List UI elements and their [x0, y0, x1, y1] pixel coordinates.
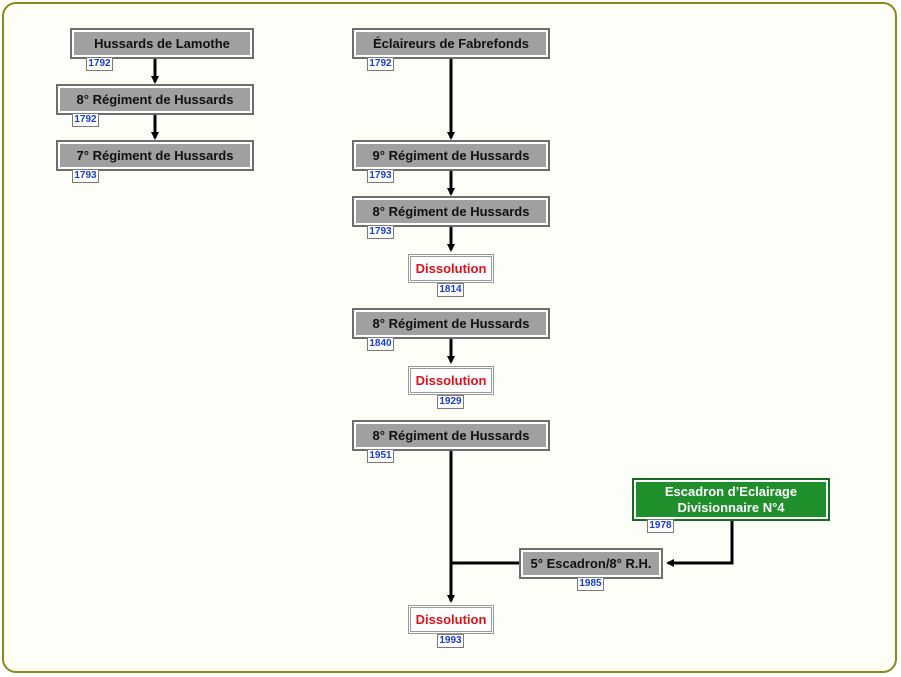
node-7-regiment-hussards: 7° Régiment de Hussards [56, 140, 254, 171]
year-badge: 1985 [577, 577, 604, 591]
year-badge: 1951 [367, 449, 394, 463]
node-8-regiment-hussards: 8° Régiment de Hussards [352, 420, 550, 451]
year-badge: 1792 [86, 57, 113, 71]
year-badge: 1840 [367, 337, 394, 351]
year-badge: 1929 [437, 395, 464, 409]
node-dissolution: Dissolution [408, 605, 494, 634]
node-hussards-de-lamothe: Hussards de Lamothe [70, 28, 254, 59]
node-dissolution: Dissolution [408, 366, 494, 395]
node-8-regiment-hussards: 8° Régiment de Hussards [56, 84, 254, 115]
year-badge: 1814 [437, 283, 464, 297]
year-badge: 1793 [367, 169, 394, 183]
year-badge: 1793 [367, 225, 394, 239]
node-eclaireurs-de-fabrefonds: Éclaireurs de Fabrefonds [352, 28, 550, 59]
node-dissolution: Dissolution [408, 254, 494, 283]
node-9-regiment-hussards: 9° Régiment de Hussards [352, 140, 550, 171]
year-badge: 1793 [72, 169, 99, 183]
node-escadron-eclairage-divisionnaire-4: Escadron d’Eclairage Divisionnaire N°4 [632, 478, 830, 521]
node-5-escadron-8-rh: 5° Escadron/8° R.H. [519, 548, 663, 579]
year-badge: 1792 [72, 113, 99, 127]
node-8-regiment-hussards: 8° Régiment de Hussards [352, 308, 550, 339]
year-badge: 1792 [367, 57, 394, 71]
year-badge: 1978 [647, 519, 674, 533]
arrow-eedn4-to-5esc [666, 519, 734, 567]
year-badge: 1993 [437, 634, 464, 648]
node-8-regiment-hussards: 8° Régiment de Hussards [352, 196, 550, 227]
